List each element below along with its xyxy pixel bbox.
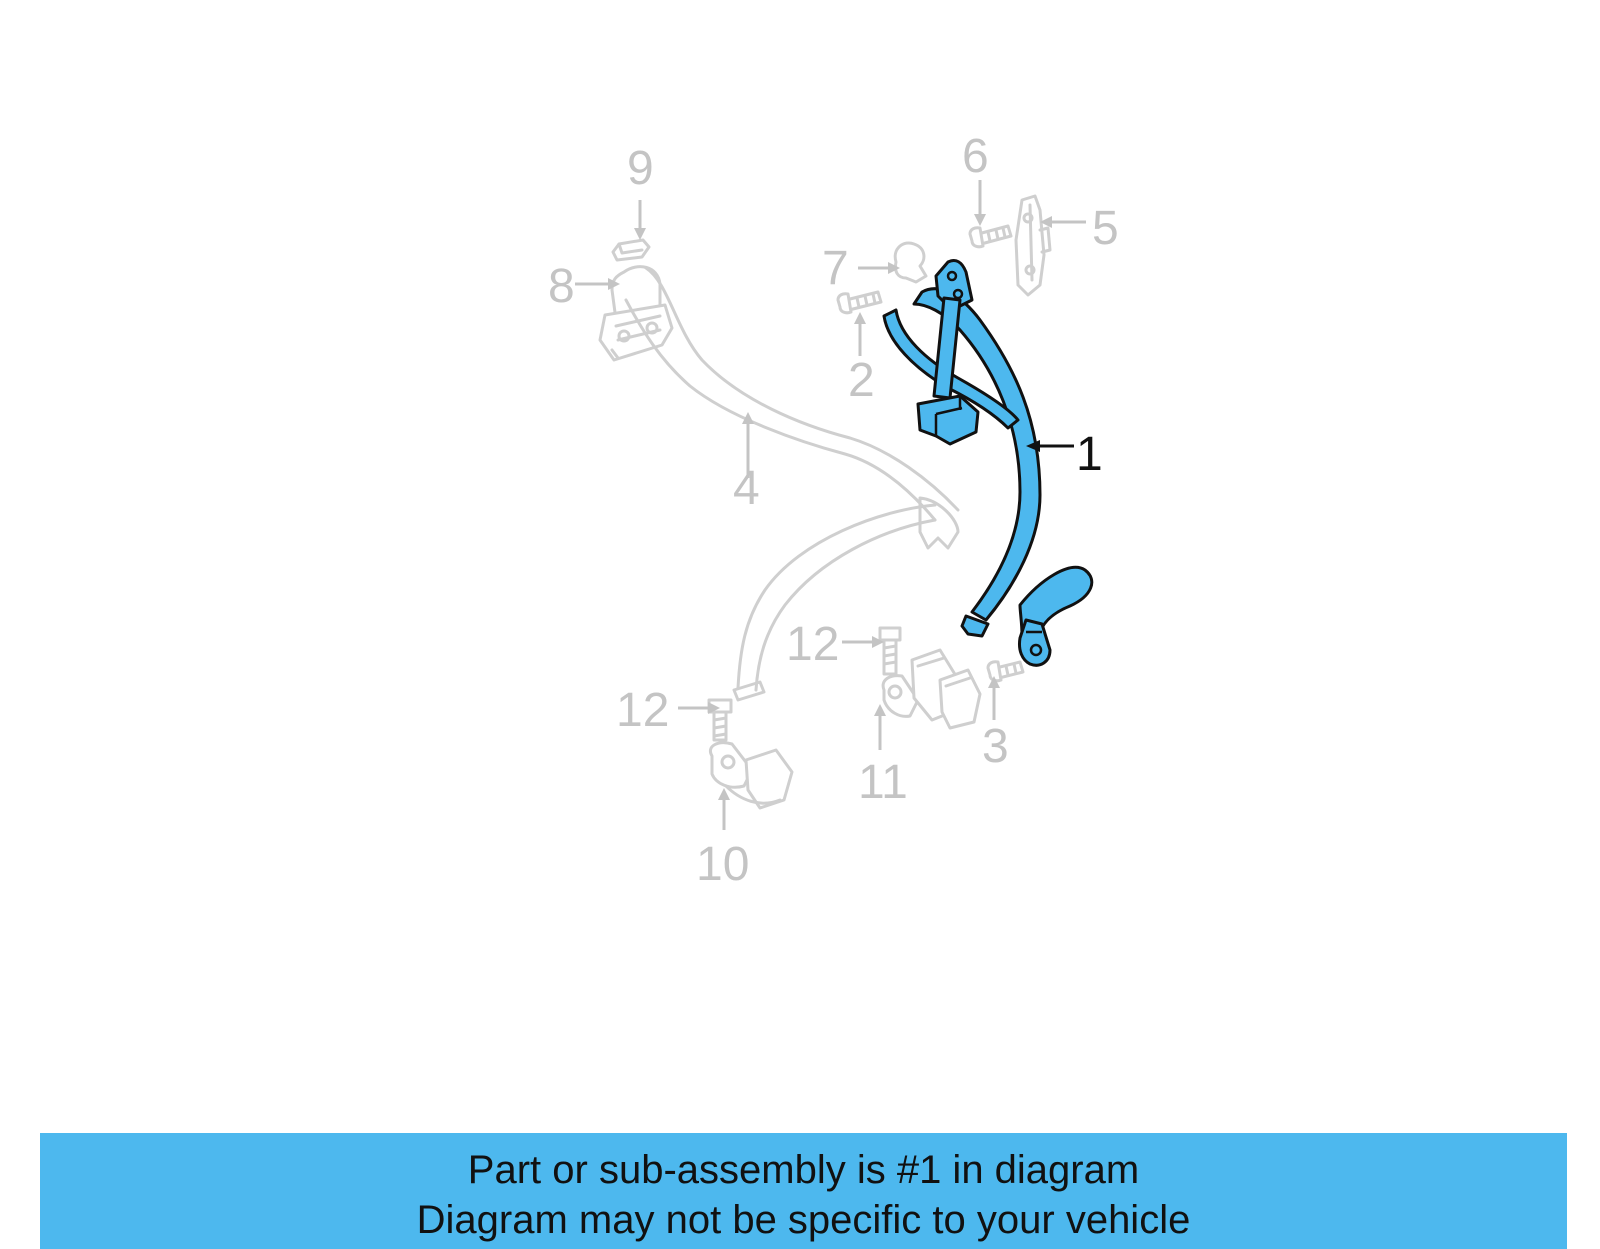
- leader-line-1: [1026, 440, 1074, 452]
- part-9-cap: [611, 238, 651, 262]
- part-1-shoulder-belt: [912, 287, 1042, 622]
- callout-9: 9: [627, 142, 654, 195]
- callout-7: 7: [822, 242, 849, 295]
- part-7-clip: [893, 241, 928, 284]
- callout-4: 4: [733, 462, 760, 515]
- callout-1: 1: [1076, 428, 1103, 481]
- part-1-cross-strap: [882, 308, 1020, 430]
- part-1-seat-belt-assembly[interactable]: [882, 258, 1094, 667]
- callout-8: 8: [548, 260, 575, 313]
- part-11-buckle: [881, 648, 982, 730]
- callout-2: 2: [848, 354, 875, 407]
- faded-leader-lines: [575, 180, 1086, 830]
- banner-line-2: Diagram may not be specific to your vehi…: [416, 1198, 1191, 1242]
- banner-line-1: Part or sub-assembly is #1 in diagram: [467, 1148, 1140, 1192]
- callout-10: 10: [696, 838, 749, 891]
- part-1-retractor: [916, 394, 980, 446]
- callout-5: 5: [1092, 202, 1119, 255]
- part-12-bolt-lower: [707, 698, 733, 742]
- callout-3: 3: [982, 720, 1009, 773]
- part-1-lower-anchor: [1018, 618, 1052, 667]
- part-2-bolt: [836, 290, 883, 315]
- disclaimer-banner: Part or sub-assembly is #1 in diagram Di…: [40, 1133, 1567, 1249]
- callout-12-upper: 12: [786, 618, 839, 671]
- part-3-bolt: [986, 660, 1025, 683]
- part-1-lower-tab: [960, 614, 990, 638]
- callout-12-lower: 12: [616, 684, 669, 737]
- part-10-buckle: [709, 741, 794, 810]
- callout-11: 11: [858, 756, 908, 809]
- part-4-belt: [624, 266, 960, 702]
- part-5-bracket: [1014, 194, 1052, 297]
- part-12-bolt-upper: [878, 626, 902, 676]
- callout-6: 6: [962, 130, 989, 183]
- part-6-bolt: [968, 224, 1013, 249]
